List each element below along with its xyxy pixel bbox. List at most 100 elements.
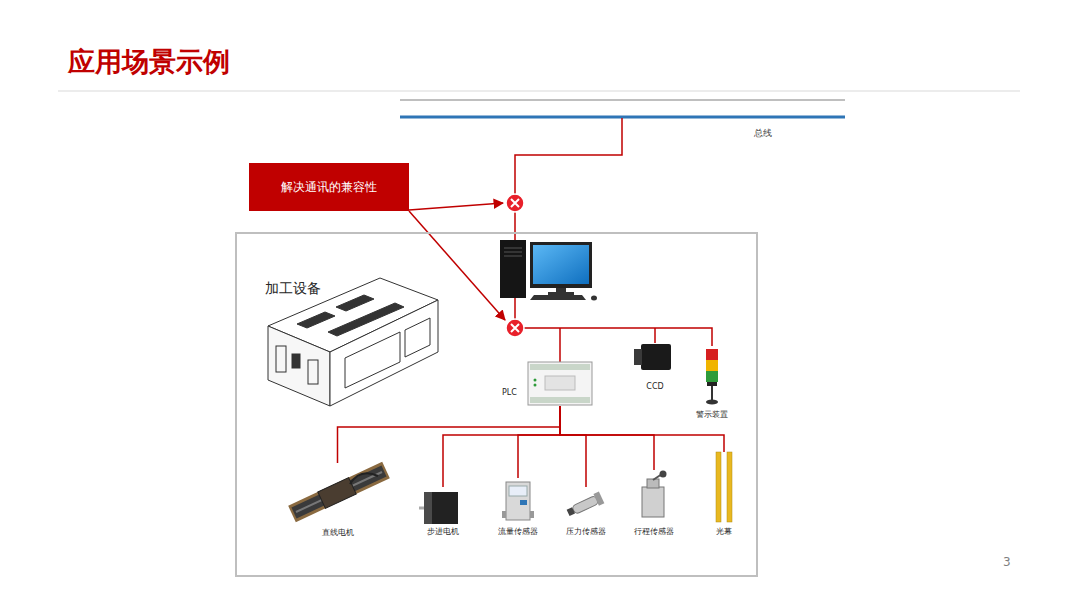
linear-motor: 直线电机 [285,463,390,538]
error-dot [506,194,524,212]
light-curtain: 光幕 [709,452,739,537]
machine-window [405,318,430,357]
pc-wire [514,298,516,319]
pressure-nut [593,491,604,505]
flow-fitting [530,511,534,518]
error-cross [511,324,519,332]
ccd-camera: CCD [628,336,682,392]
node-label: 行程传感器 [634,527,674,537]
warning-light: 警示装置 [690,344,734,420]
machine-window [345,332,400,388]
light-cap [707,382,717,386]
light-pole [711,386,713,400]
pressure-body [572,495,599,514]
page-number: 3 [1003,555,1011,569]
plc-terminals [530,397,590,403]
device-wire [559,328,561,362]
machine-panel [292,354,300,368]
node-label: 解决通讯的兼容性 [281,180,377,194]
plc-icon [528,362,592,405]
plc-terminals [530,364,590,370]
pressure-sensor-icon [565,491,604,518]
machine-slot [336,295,374,311]
motor-cable [350,473,378,484]
tower-light-icon [706,349,718,405]
bus-connector [560,406,654,470]
travel-sensor: 行程传感器 [631,470,677,537]
wiring [515,118,712,362]
stepper-body [424,492,458,524]
machine-front [268,326,330,406]
switch-roller [660,471,667,478]
light-yellow [706,360,718,371]
equipment-frame: PLC CCD 警示装置直线电机 步进电机 流量传感器 压力传感器 行程传感器 光幕 加工设备 [235,232,758,577]
node-label: 流量传感器 [498,527,538,537]
plc-panel [545,376,575,390]
device-wire [524,328,712,346]
pressure-sensor: 压力传感器 [563,487,609,537]
node-label: 压力传感器 [566,527,606,537]
switch-body [642,487,664,517]
machine-panel [308,360,318,384]
error-cross [511,199,519,207]
camera-body [641,344,671,370]
bus-connector [518,406,560,478]
pc-vents [504,248,522,256]
light-green [706,371,718,382]
node-label: 步进电机 [427,527,459,537]
plc-unit: PLC [498,358,594,406]
plc-led [534,384,537,387]
node-label: 加工设备 [265,280,321,297]
error-dot [506,319,524,337]
keyboard [530,295,586,300]
light-curtain-icon [716,452,732,522]
motor-base [292,470,386,514]
node-label: 光幕 [716,527,732,537]
stepper-face [424,492,432,524]
plc-led [534,379,537,382]
curtain-bar [716,452,721,522]
device-wire [654,328,656,343]
slide-title: 应用场景示例 [68,46,230,78]
travel-sensor-icon [642,471,667,518]
flow-badge [520,500,527,505]
computer-icon [500,240,597,301]
machine-illustration [268,278,438,406]
camera-lens [634,349,642,365]
bus-connector [560,406,586,487]
ccd-icon [634,344,671,370]
curtain-bar [727,452,732,522]
error-symbol [506,194,524,212]
error-symbol [506,319,524,337]
node-label: CCD [646,382,663,392]
flow-display [509,486,527,496]
motor-groove [296,472,382,512]
flow-fitting [502,511,506,518]
stepper-shaft [419,507,424,510]
pc-tower [500,240,526,298]
monitor-frame [530,242,592,288]
title-rule [58,91,1020,92]
node-label: 警示装置 [696,410,728,420]
bus-label: 总线 [754,128,772,139]
monitor-base [548,292,574,295]
flow-sensor-icon [502,482,534,520]
machine-slot [297,312,335,328]
linear-motor-icon [292,470,386,514]
monitor-screen [533,245,589,284]
light-red [706,349,718,360]
switch-head [647,479,659,488]
machine-slot [328,303,404,336]
plc-body [528,362,592,405]
node-label: 直线电机 [322,528,354,538]
stepper-motor: 步进电机 [418,487,468,537]
node-label: PLC [502,388,517,398]
mouse [591,296,597,301]
flow-body [506,482,530,520]
pressure-plug [567,507,575,516]
machine-panel [276,346,286,372]
stepper-motor-icon [419,492,458,524]
